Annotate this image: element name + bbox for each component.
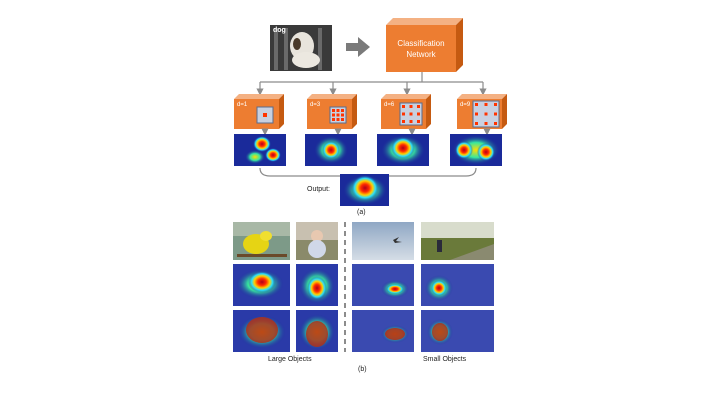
input-label: dog: [273, 27, 286, 34]
dilation-label-6: d=6: [384, 102, 395, 108]
photo-baby: [296, 222, 338, 260]
cam-bird-sky: [352, 264, 414, 306]
classification-network-block: [386, 18, 463, 72]
cube-to-heatmap-arrows: [261, 128, 491, 136]
dilation-label-1: d=1: [237, 102, 248, 108]
photo-bird-sky: [352, 222, 414, 260]
output-label: Output:: [307, 186, 330, 193]
dilation-block-6: [381, 94, 431, 129]
heatmap-d1: [234, 134, 286, 166]
heatmap-d9: [450, 134, 502, 166]
dilation-label-3: d=3: [310, 102, 321, 108]
group-label-small: Small Objects: [423, 356, 467, 363]
localization-baby: [296, 310, 338, 352]
branch-connectors: [256, 72, 487, 96]
caption-b: (b): [358, 366, 367, 373]
cam-parrot: [233, 264, 290, 306]
cam-field-scene: [421, 264, 494, 306]
dilation-block-3: [307, 94, 357, 129]
caption-a: (a): [357, 209, 366, 216]
localization-bird-sky: [352, 310, 414, 352]
arrow-right-icon: [346, 37, 370, 57]
localization-field-scene: [421, 310, 494, 352]
photo-parrot: [233, 222, 290, 260]
network-label-line1: Classification: [397, 39, 445, 48]
output-heatmap: [340, 174, 389, 206]
heatmap-d6: [377, 134, 429, 166]
group-label-large: Large Objects: [268, 356, 312, 363]
localization-parrot: [233, 310, 290, 352]
cam-baby: [296, 264, 338, 306]
dilation-block-1: [234, 94, 284, 129]
dilation-label-9: d=9: [460, 102, 471, 108]
input-dog-image: [270, 25, 332, 71]
photo-field-scene: [421, 222, 494, 260]
heatmap-d3: [305, 134, 357, 166]
dilation-block-9: [457, 94, 507, 129]
network-label-line2: Network: [406, 50, 436, 59]
